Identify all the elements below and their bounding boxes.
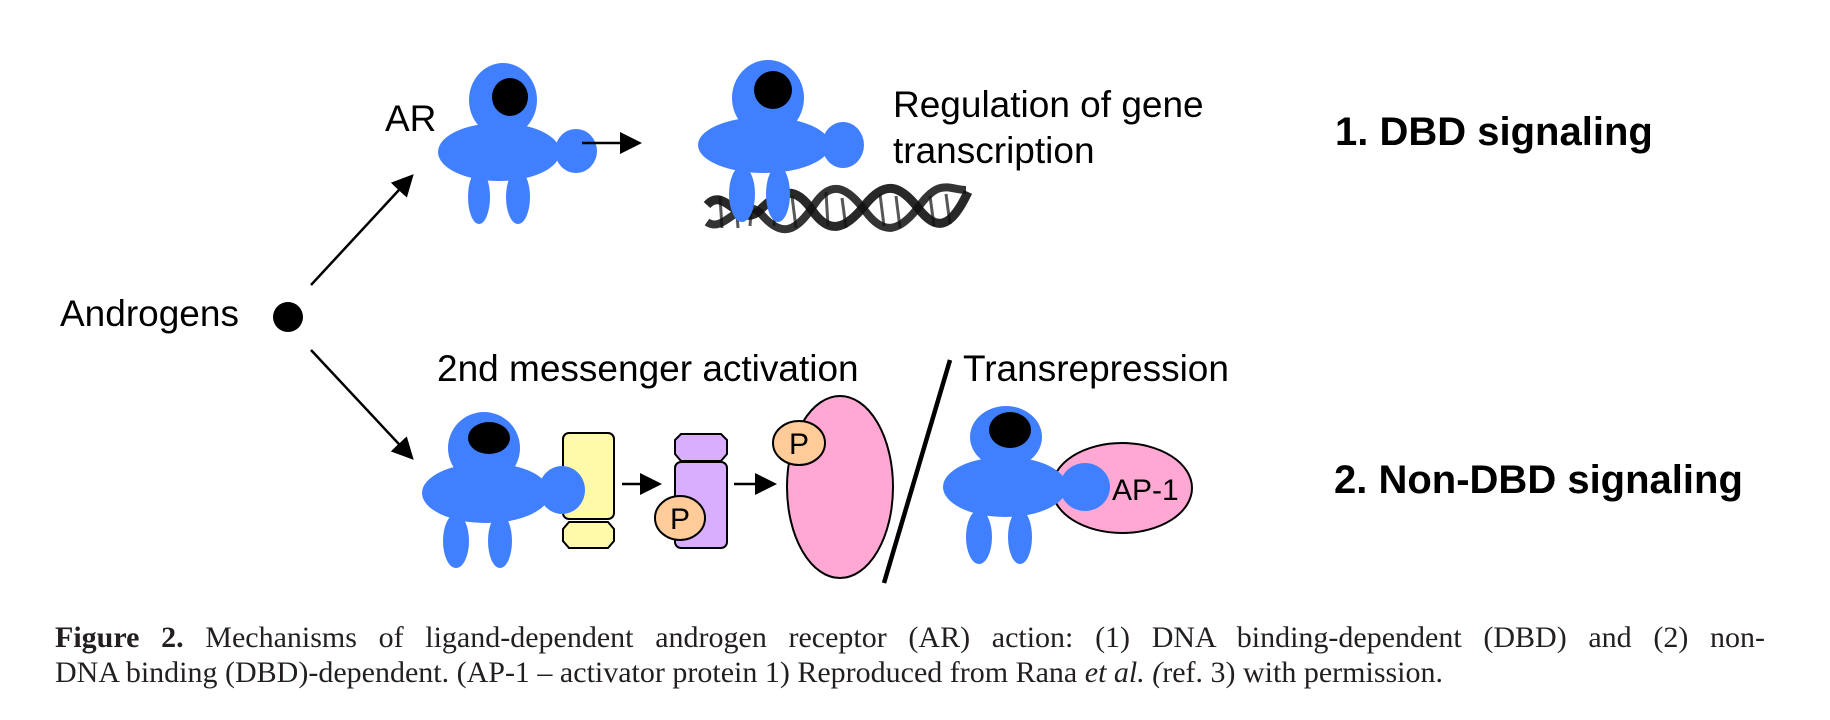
receptor-lobe [1060,463,1110,511]
pathway-1-title: 1. DBD signaling [1335,110,1653,154]
receptor-lobe [555,129,597,173]
androgen-receptor-transrepressing [943,406,1110,564]
receptor-lobe [822,122,864,168]
phosphate-label: P [670,503,690,536]
gene-regulation-label-line2: transcription [893,130,1095,171]
receptor-lobe [539,466,585,514]
receptor-leg [729,166,755,222]
phosphate-group: P [654,495,706,541]
androgen-receptor-diagram: Androgens AR Regulation of gene transcri… [60,60,1743,584]
androgen-ligand-dot [273,302,303,332]
branch-divider [881,359,953,584]
arrow-to-non-dbd-pathway [310,349,414,460]
androgen-receptor-unbound [438,63,597,224]
receptor-body [698,117,830,173]
receptor-leg [766,166,790,222]
receptor-body [422,463,550,523]
bound-androgen-icon [468,422,510,454]
gene-regulation-label-line1: Regulation of gene [893,84,1204,125]
androgens-label: Androgens [60,293,239,334]
arrow-to-dbd-pathway [310,174,414,286]
caption-text-3: ref. 3) with permission. [1162,656,1444,689]
caption-line-2: DNA binding (DBD)-dependent. (AP-1 – act… [55,655,1765,690]
bound-androgen-icon [492,78,528,116]
receptor-leg [443,514,469,568]
pathway-2-title: 2. Non-DBD signaling [1334,458,1743,502]
receptor-leg [966,510,992,564]
receptor-leg [1008,510,1032,564]
ap1-label: AP-1 [1112,474,1179,507]
receptor-leg [468,170,490,224]
receptor-leg [506,170,530,224]
bound-androgen-icon [989,412,1031,448]
caption-et-al: et al. ( [1084,656,1163,689]
phosphate-label: P [789,428,809,461]
receptor-body [438,123,560,181]
transrepression-label: Transrepression [963,348,1229,389]
androgen-receptor-dna-bound [698,60,864,222]
bound-androgen-icon [754,71,792,109]
caption-line-1: Figure 2. Mechanisms of ligand-dependent… [55,620,1765,655]
receptor-body [943,457,1067,517]
figure-caption: Figure 2. Mechanisms of ligand-dependent… [55,620,1765,690]
androgen-receptor-kinase-activating [422,412,550,568]
figure-number: Figure 2. [55,621,184,654]
phosphate-group: P [772,420,826,466]
caption-text-1: Mechanisms of ligand-dependent androgen … [183,621,1765,654]
ar-label: AR [385,98,436,139]
second-messenger-label: 2nd messenger activation [437,348,859,389]
caption-text-2: DNA binding (DBD)-dependent. (AP-1 – act… [55,656,1085,689]
receptor-leg [488,514,512,568]
